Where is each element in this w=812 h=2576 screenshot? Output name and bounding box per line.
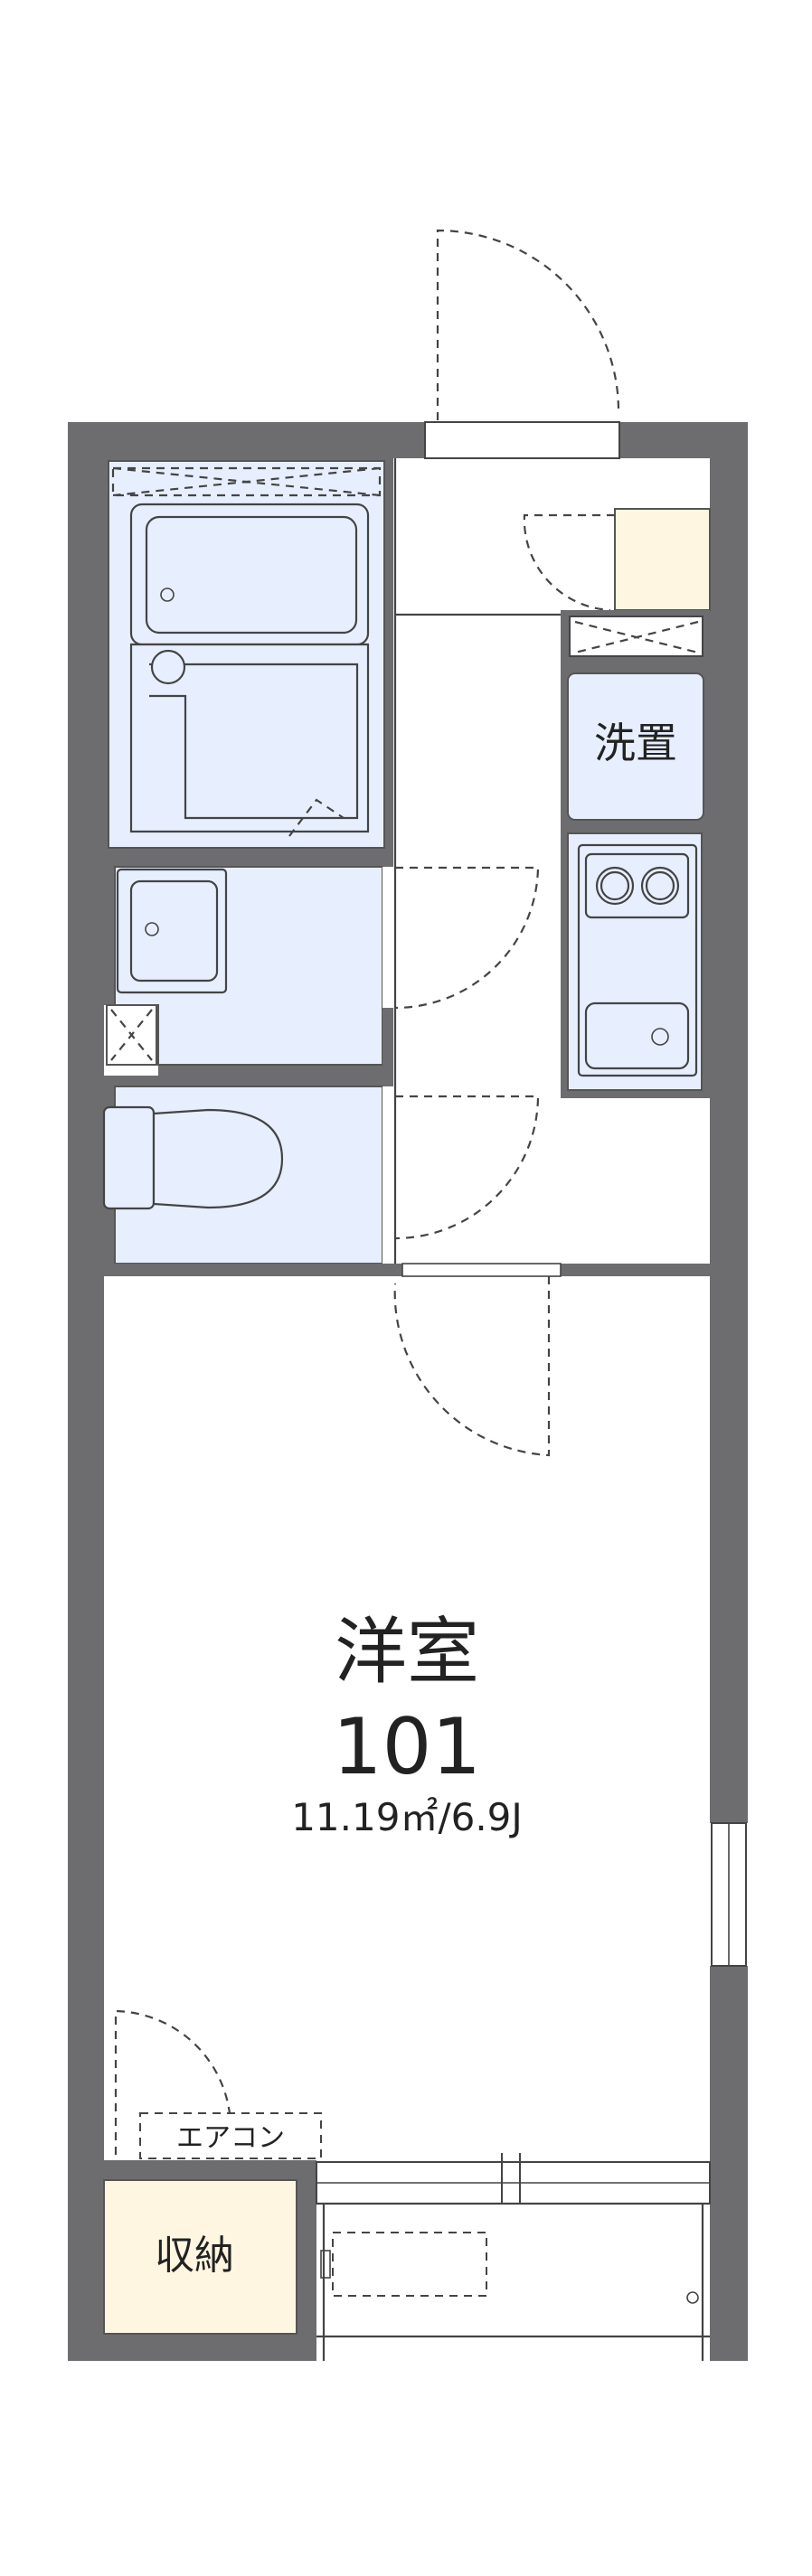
entrance-door (436, 229, 620, 420)
room-partition (104, 1263, 710, 1457)
bathroom (104, 458, 393, 856)
room-number-label: 101 (333, 1702, 481, 1792)
room-name-label: 洋室 (335, 1610, 479, 1694)
washer-label: 洗置 (594, 719, 677, 767)
storage-area: エアコン 収納 (103, 2009, 322, 2361)
storage-label: 収納 (155, 2233, 234, 2279)
washer-space: 洗置 (561, 664, 710, 827)
balcony (316, 2153, 711, 2361)
main-room: 洋室 101 11.19㎡/6.9J (291, 1610, 523, 1839)
exterior-walls (68, 421, 748, 2361)
washroom (104, 856, 393, 1076)
aircon-label: エアコン (176, 2122, 285, 2154)
hallway (393, 458, 711, 1264)
kitchen (561, 827, 710, 1098)
room-area-label: 11.19㎡/6.9J (291, 1795, 523, 1839)
toilet-room (102, 1076, 402, 1274)
